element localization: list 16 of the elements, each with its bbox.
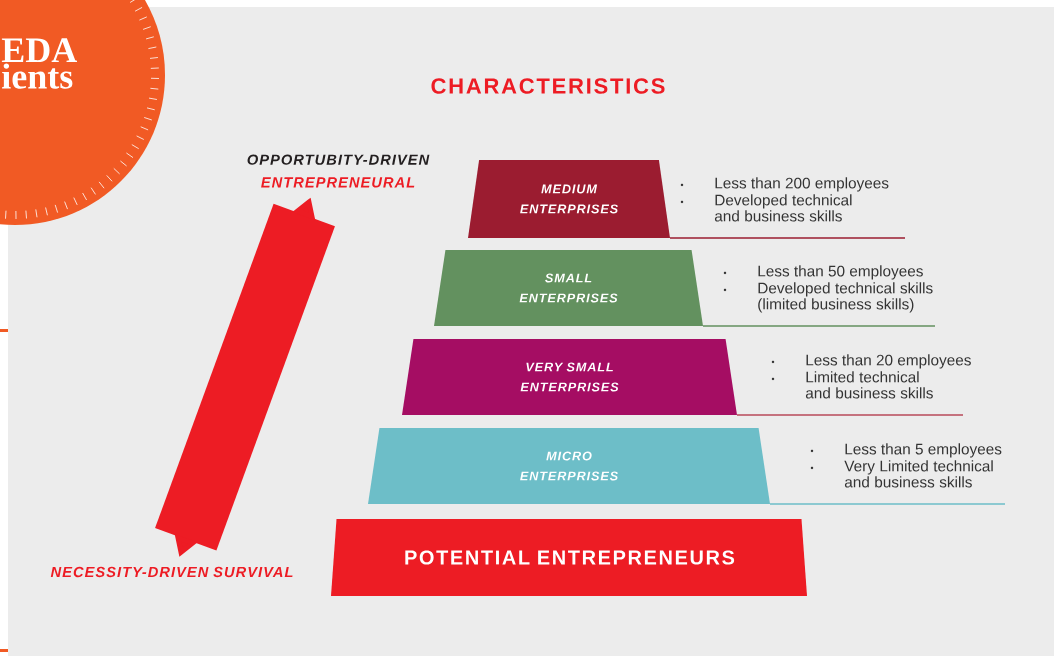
bullet-item: Less than 200 employees (680, 177, 889, 192)
title: CHARACTERISTICS (431, 78, 665, 94)
bullet-item: Limited technical and business skills (771, 371, 933, 399)
axis-label: OPPORTUBITY-DRIVEN ENTREPRENEURAL (247, 154, 430, 188)
bullet-item: Developed technical skills (limited business skills) (723, 282, 933, 313)
pyramid-band: SMALL ENTERPRISES (434, 250, 703, 326)
bullet-item: Developed technical and business skills (680, 194, 852, 222)
pyramid-band: POTENTIAL ENTREPRENEURS (331, 519, 807, 596)
bullet-item: Less than 5 employees (810, 443, 1002, 458)
pyramid-band: VERY SMALL ENTERPRISES (402, 339, 737, 415)
pyramid-band: MICRO ENTERPRISES (368, 428, 770, 504)
bullet-item: Less than 50 employees (723, 265, 923, 280)
axis-label: NECESSITY-DRIVEN SURVIVAL (50, 566, 293, 578)
pyramid-band: MEDIUM ENTERPRISES (468, 160, 670, 238)
bullet-item: Less than 20 employees (771, 354, 971, 369)
bullet-item: Very Limited technical and business skills (810, 460, 993, 488)
